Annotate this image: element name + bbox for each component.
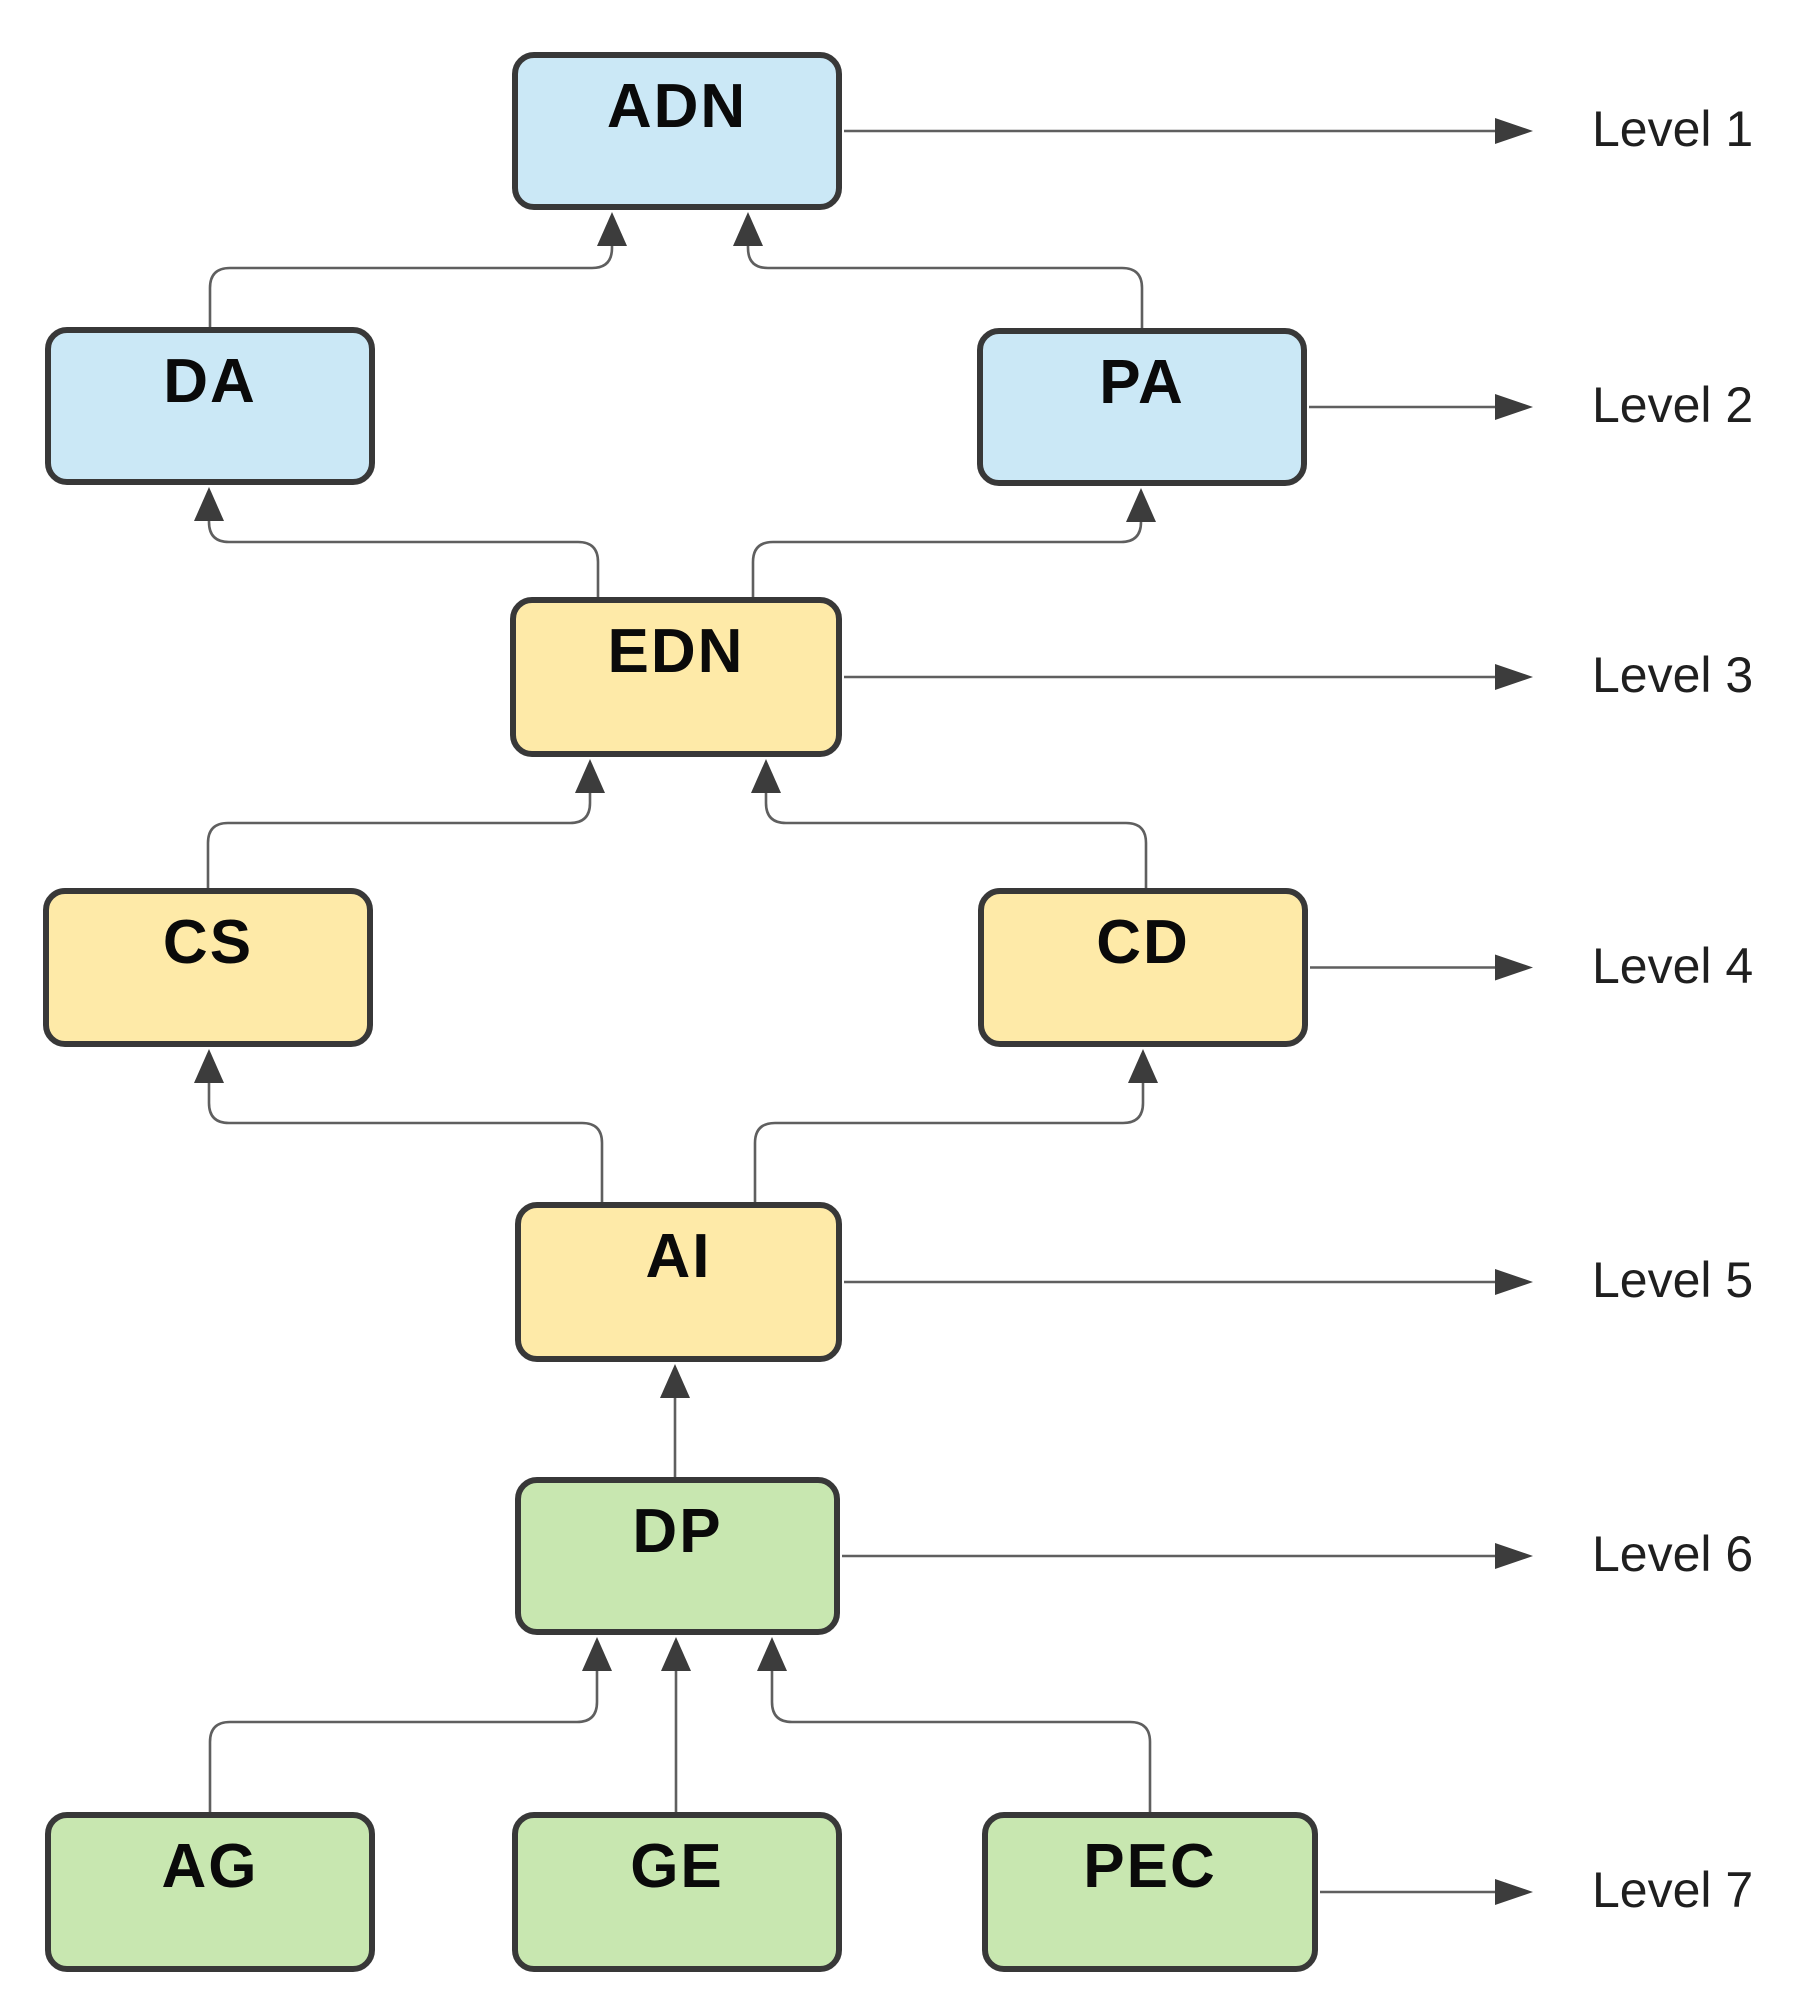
level-arrow-4-arrowhead [1495, 954, 1533, 981]
level-arrow-2-arrowhead [1495, 394, 1533, 420]
edge-edn-pa-arrowhead [1126, 488, 1156, 522]
node-ag: AG [45, 1812, 375, 1972]
level-arrow-7-arrowhead [1495, 1879, 1533, 1905]
edge-da-adn [208, 240, 614, 329]
level-label-3: Level 3 [1592, 647, 1754, 703]
level-label-1: Level 1 [1592, 101, 1754, 157]
node-pec: PEC [982, 1812, 1318, 1972]
edge-ai-cd-arrowhead [1128, 1049, 1158, 1083]
node-adn: ADN [512, 52, 842, 210]
edge-pec-dp [770, 1665, 1152, 1814]
node-pec-label: PEC [1083, 1832, 1217, 1901]
node-edn-label: EDN [607, 617, 745, 686]
edge-ai-cd [753, 1077, 1145, 1204]
node-adn-label: ADN [606, 72, 748, 141]
edge-ai-cs [207, 1077, 604, 1204]
node-ge-label: GE [630, 1832, 724, 1901]
node-ai: AI [515, 1202, 842, 1362]
edge-edn-da [207, 515, 600, 599]
edge-pa-adn-arrowhead [733, 212, 763, 246]
node-pa-label: PA [1099, 348, 1185, 417]
node-edn: EDN [510, 597, 842, 757]
level-arrow-1-arrowhead [1495, 118, 1533, 144]
edge-dp-ai-arrowhead [660, 1364, 690, 1398]
level-label-6: Level 6 [1592, 1526, 1754, 1582]
node-da: DA [45, 327, 375, 485]
node-ag-label: AG [161, 1832, 259, 1901]
node-dp-label: DP [632, 1497, 723, 1566]
edge-edn-pa [751, 516, 1143, 599]
node-cd: CD [978, 888, 1308, 1047]
level-label-4: Level 4 [1592, 937, 1754, 994]
level-label-5: Level 5 [1592, 1252, 1754, 1308]
edge-da-adn-arrowhead [597, 212, 627, 246]
node-ge: GE [512, 1812, 842, 1972]
edge-cd-edn [764, 787, 1148, 890]
node-cd-label: CD [1096, 908, 1190, 977]
edge-pa-adn [746, 240, 1144, 330]
edge-ai-cs-arrowhead [194, 1049, 224, 1083]
edge-ag-dp-arrowhead [582, 1637, 612, 1671]
node-cs: CS [43, 888, 373, 1047]
level-arrow-6-arrowhead [1495, 1543, 1533, 1569]
edge-cs-edn-arrowhead [575, 759, 605, 793]
edge-edn-da-arrowhead [194, 487, 224, 521]
edge-cd-edn-arrowhead [751, 759, 781, 793]
node-pa: PA [977, 328, 1307, 486]
edge-pec-dp-arrowhead [757, 1637, 787, 1671]
node-cs-label: CS [162, 908, 254, 977]
node-da-label: DA [163, 347, 257, 416]
edge-ge-dp-arrowhead [661, 1637, 691, 1671]
edge-ag-dp [208, 1665, 599, 1814]
level-arrow-5-arrowhead [1495, 1269, 1533, 1295]
node-ai-label: AI [645, 1222, 712, 1291]
node-dp: DP [515, 1477, 840, 1635]
level-arrow-3-arrowhead [1495, 664, 1533, 690]
level-label-7: Level 7 [1592, 1862, 1754, 1918]
level-label-2: Level 2 [1592, 377, 1754, 433]
edge-cs-edn [206, 787, 592, 890]
